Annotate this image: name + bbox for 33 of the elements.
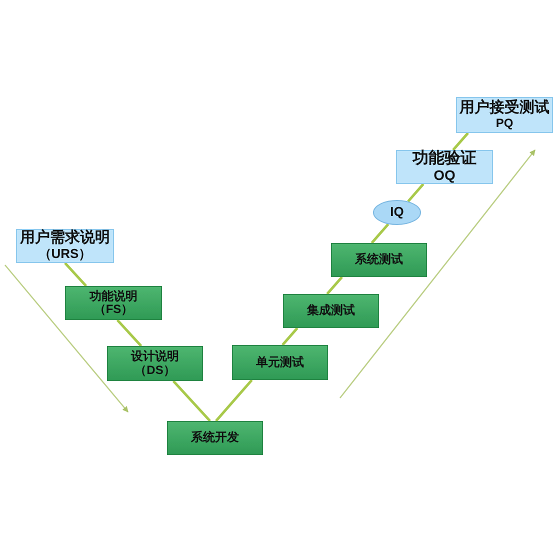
process-box <box>16 229 114 263</box>
box-label: 设计说明 <box>131 350 179 364</box>
box-code: （URS） <box>38 247 92 262</box>
box-code: PQ <box>496 116 514 130</box>
connector-line <box>452 132 469 151</box>
box-code: OQ <box>434 168 456 184</box>
connector-line <box>172 380 211 422</box>
process-box <box>396 150 493 184</box>
process-box <box>107 346 203 381</box>
process-box <box>331 243 427 277</box>
process-box <box>232 345 328 380</box>
box-label: 集成测试 <box>307 304 355 318</box>
box-code: （FS） <box>94 303 134 316</box>
box-label: 功能说明 <box>90 290 138 303</box>
process-box <box>283 294 379 328</box>
box-code: （DS） <box>134 364 176 377</box>
connector-line <box>370 223 390 244</box>
connector-line <box>215 379 253 422</box>
process-box <box>65 286 162 320</box>
connector-line <box>64 262 88 287</box>
connector-line <box>282 327 298 346</box>
connector-line <box>407 183 424 202</box>
box-label: 用户需求说明 <box>20 230 110 248</box>
oval-label: IQ <box>390 205 404 220</box>
box-label: 用户接受测试 <box>460 100 550 117</box>
box-label: 系统开发 <box>191 431 239 445</box>
process-box <box>456 97 553 133</box>
connector-line <box>326 276 343 295</box>
box-label: 单元测试 <box>256 356 304 370</box>
box-label: 功能验证 <box>412 150 476 168</box>
process-box <box>167 421 263 455</box>
connector-line <box>116 319 142 347</box>
box-label: 系统测试 <box>355 253 403 267</box>
